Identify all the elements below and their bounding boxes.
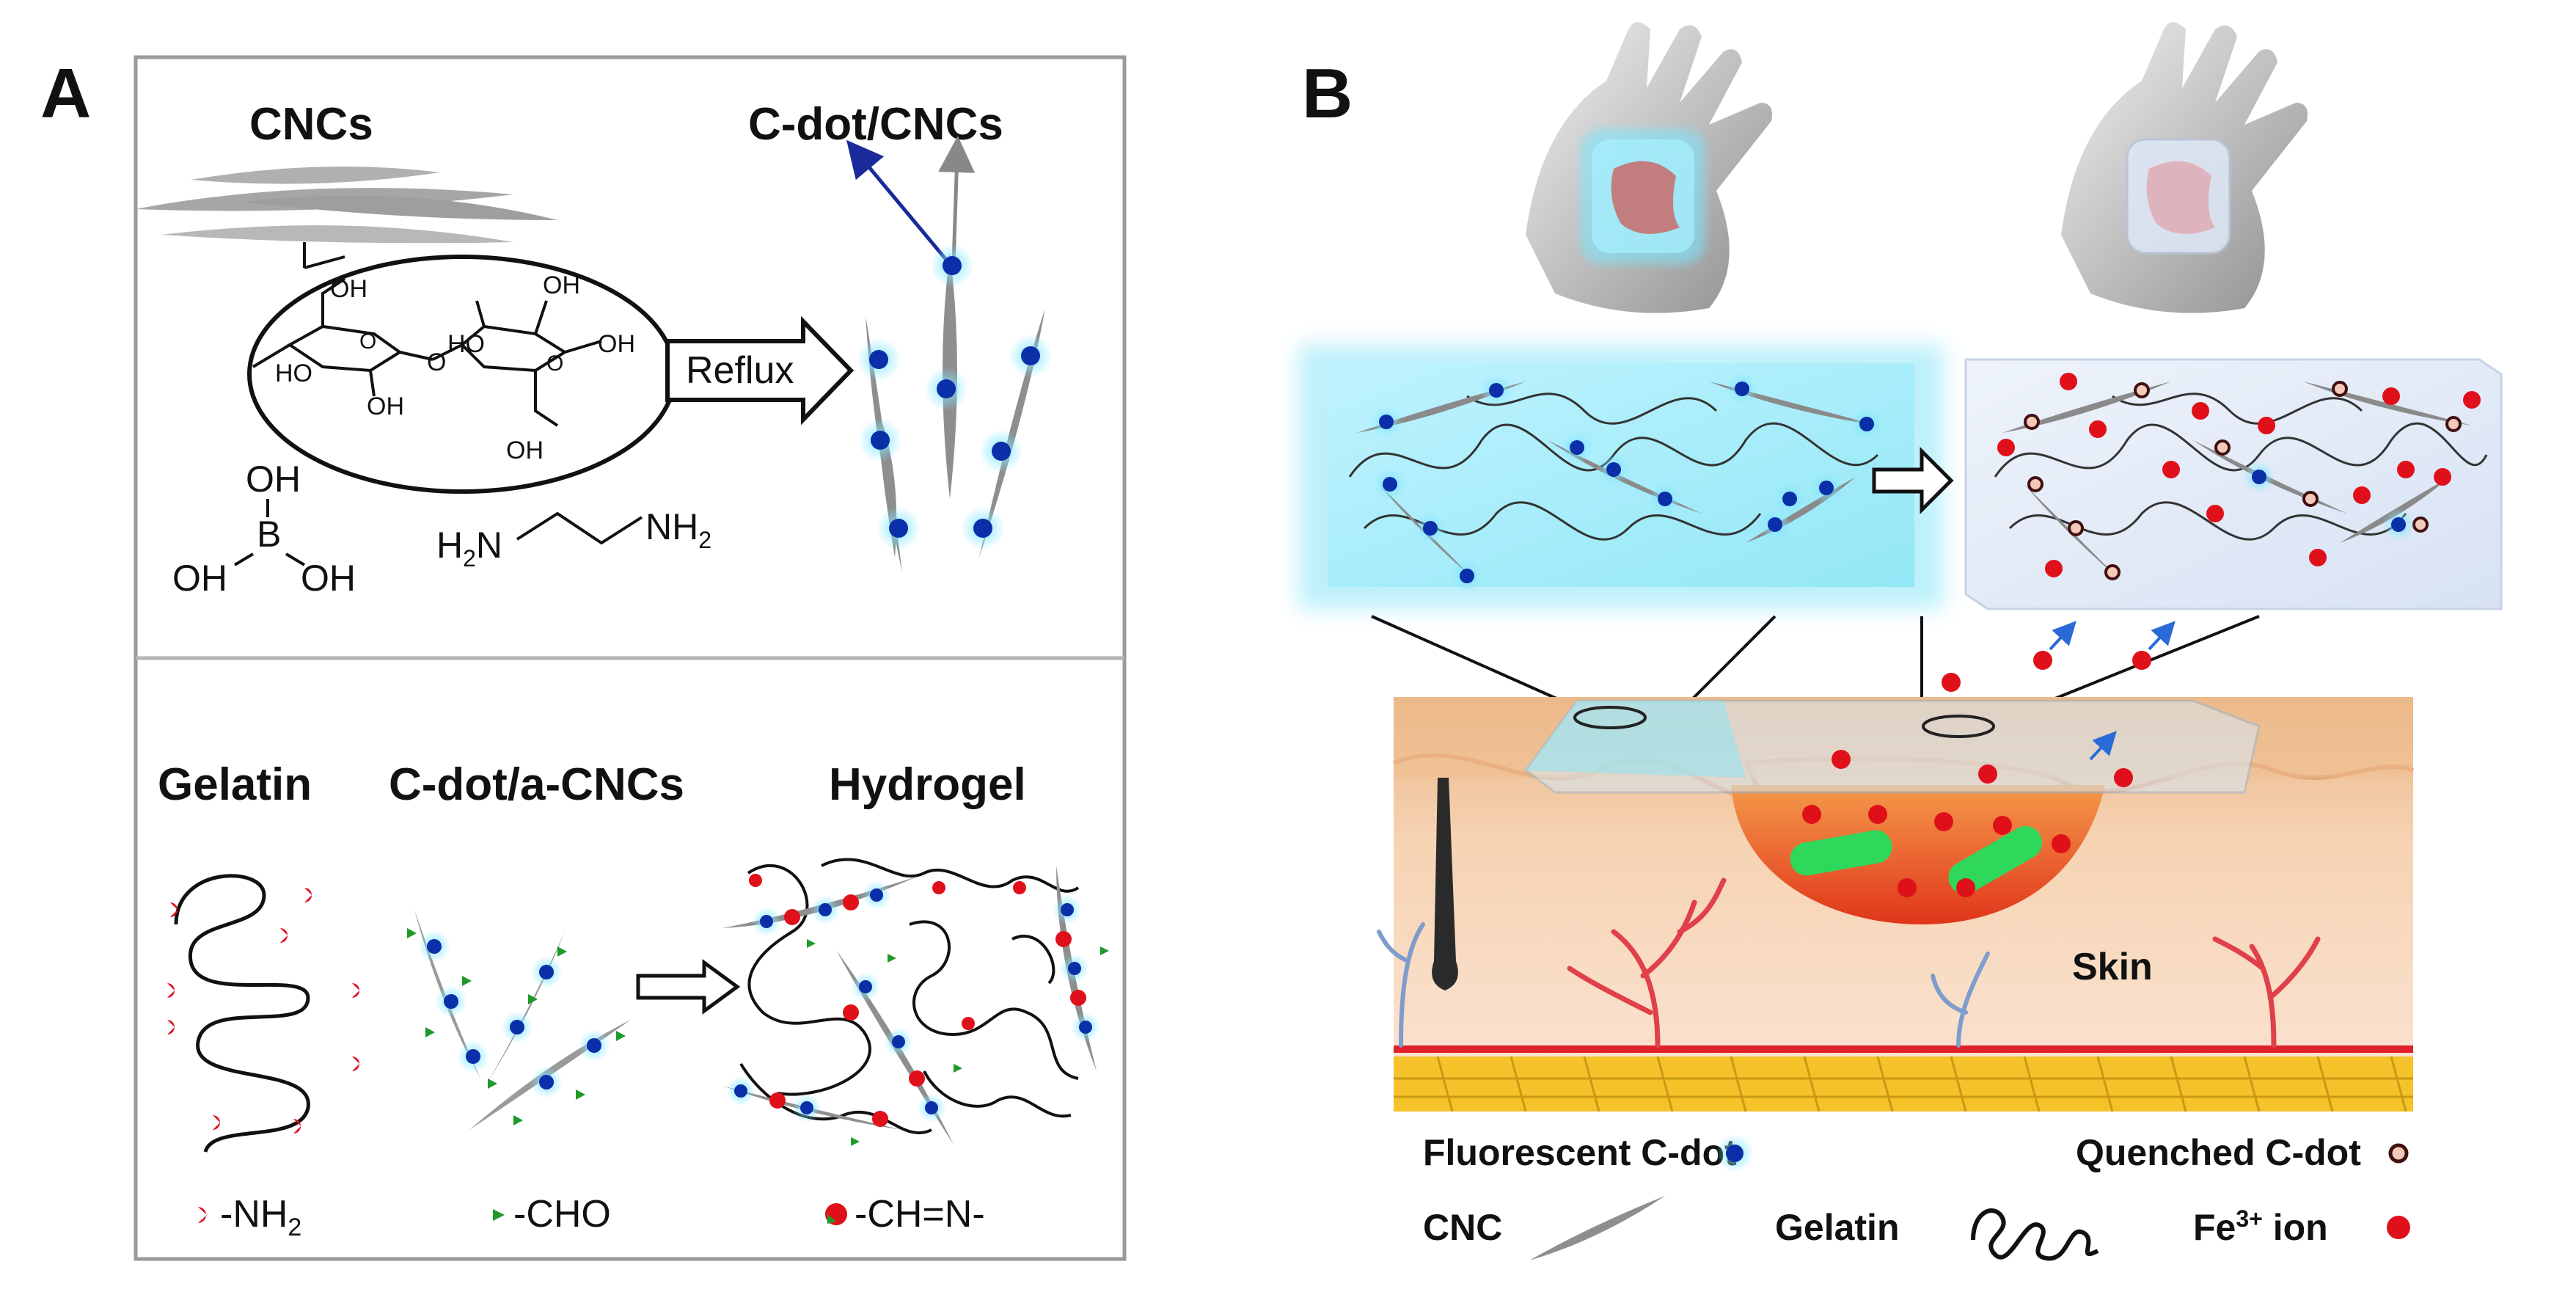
quench-arrow xyxy=(1872,446,1954,515)
acncs-cho-groups xyxy=(407,928,626,1125)
skin-section xyxy=(1392,697,2415,1112)
legend-imine: -CH=N- xyxy=(825,1193,985,1236)
svg-text:Fe3+ ion: Fe3+ ion xyxy=(2193,1205,2328,1248)
svg-text:B: B xyxy=(257,514,281,555)
cellobiose-labels: OH HO OH O O HO OH OH O OH xyxy=(275,271,635,464)
cdot xyxy=(924,367,968,411)
hand-left xyxy=(1526,22,1772,313)
svg-text:OH: OH xyxy=(246,459,301,500)
reflux-arrow xyxy=(665,315,855,426)
crosslink-arrow xyxy=(636,959,741,1015)
gelatin-label: Gelatin xyxy=(158,759,312,810)
cdot xyxy=(979,429,1023,473)
cdot xyxy=(1009,334,1053,378)
gel-block-fluorescent xyxy=(1298,345,1944,609)
legend-gelatin: Gelatin xyxy=(1775,1207,2099,1261)
legend-cho: -CHO xyxy=(493,1193,611,1236)
hydrogel-cdots xyxy=(726,880,1100,1123)
svg-text:Gelatin: Gelatin xyxy=(1775,1207,1899,1248)
fe-ions-skin xyxy=(1802,651,2151,897)
svg-text:OH: OH xyxy=(367,393,404,420)
cellobiose-structure xyxy=(252,277,602,427)
svg-text:H2N: H2N xyxy=(436,525,502,572)
hydrogel-label: Hydrogel xyxy=(829,759,1026,810)
cdot xyxy=(857,337,901,382)
panel-b-letter: B xyxy=(1302,54,1353,133)
cdot-cncs-label: C-dot/CNCs xyxy=(748,99,1003,150)
svg-text:O: O xyxy=(359,329,376,354)
svg-text:OH: OH xyxy=(301,558,356,599)
svg-text:OH: OH xyxy=(172,558,227,599)
svg-text:-CH=N-: -CH=N- xyxy=(855,1193,985,1236)
lymph-vessels xyxy=(1377,922,1990,1048)
cncs-label: CNCs xyxy=(249,99,373,150)
svg-text:CNC: CNC xyxy=(1423,1207,1502,1248)
bacteria xyxy=(1790,825,2043,894)
product-cdots xyxy=(857,244,1053,550)
svg-text:Quenched C-dot: Quenched C-dot xyxy=(2076,1132,2361,1173)
svg-text:O: O xyxy=(546,351,563,376)
gel-block-quenched xyxy=(1964,358,2503,610)
svg-text:NH2: NH2 xyxy=(645,506,711,553)
legend-fluorescent: Fluorescent C-dot xyxy=(1423,1132,1754,1173)
cdot xyxy=(877,506,921,550)
svg-text:OH: OH xyxy=(598,330,635,358)
gelatin-chain xyxy=(174,874,310,1153)
legend-quenched: Quenched C-dot xyxy=(2076,1132,2409,1173)
hand-right xyxy=(2061,22,2308,313)
skin-gel-patch xyxy=(1523,699,2261,794)
cdot-acncs-label: C-dot/a-CNCs xyxy=(389,759,684,810)
svg-text:-NH2: -NH2 xyxy=(220,1193,301,1241)
svg-text:-CHO: -CHO xyxy=(513,1193,611,1236)
svg-text:HO: HO xyxy=(275,359,312,387)
cdot xyxy=(961,506,1005,550)
ethylenediamine: H2N NH2 xyxy=(436,506,711,572)
boric-acid: OH B OH OH xyxy=(172,459,356,599)
legend-cnc: CNC xyxy=(1423,1196,1665,1260)
svg-text:OH: OH xyxy=(543,271,580,299)
svg-text:OH: OH xyxy=(506,437,544,464)
acncs-cdots xyxy=(418,930,610,1098)
hydrogel-imine-groups xyxy=(749,874,1109,1146)
legend-nh2: -NH2 xyxy=(198,1193,301,1241)
reflux-label: Reflux xyxy=(686,349,794,392)
panel-a-letter: A xyxy=(40,54,91,133)
gelatin-nh2-groups xyxy=(167,888,359,1134)
cdot xyxy=(930,244,974,288)
cncs-link-line2 xyxy=(304,255,345,269)
fe-ion-arrows xyxy=(2049,621,2176,761)
skin-label: Skin xyxy=(2072,946,2153,988)
product-arrow-blue xyxy=(846,139,951,266)
cncs-rods xyxy=(136,167,557,244)
legend-fe-ion: Fe3+ ion xyxy=(2193,1205,2410,1248)
cdot xyxy=(858,418,902,462)
svg-text:OH: OH xyxy=(330,275,367,303)
svg-text:O: O xyxy=(427,348,446,376)
hydrogel-chains xyxy=(739,858,1080,1135)
svg-text:HO: HO xyxy=(447,330,485,358)
blood-vessels xyxy=(1567,877,2321,1048)
svg-text:Fluorescent C-dot: Fluorescent C-dot xyxy=(1423,1132,1737,1173)
hair-follicle xyxy=(1432,778,1458,990)
